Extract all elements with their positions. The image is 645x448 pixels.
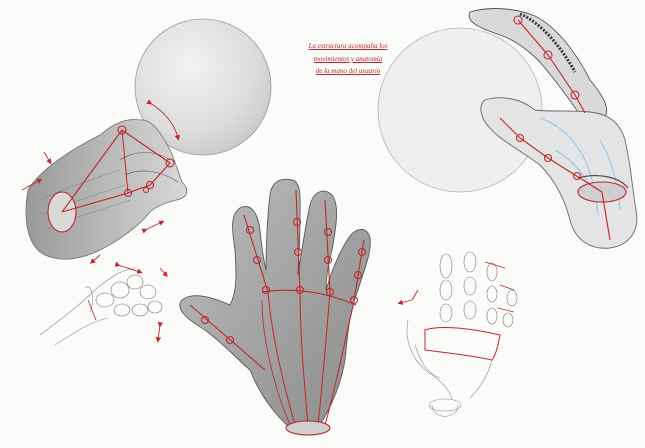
caption-line-1: La estructura acompaña los — [283, 40, 413, 53]
hand-sketch-curled-left — [40, 255, 166, 345]
caption-line-3: de la mano del usuario — [283, 65, 413, 78]
caption-line-2: movimientos y anatomía — [283, 53, 413, 66]
hand-sketch-right — [400, 252, 517, 416]
glove-palm-center — [180, 179, 371, 435]
caption-text: La estructura acompaña los movimientos y… — [283, 40, 413, 78]
